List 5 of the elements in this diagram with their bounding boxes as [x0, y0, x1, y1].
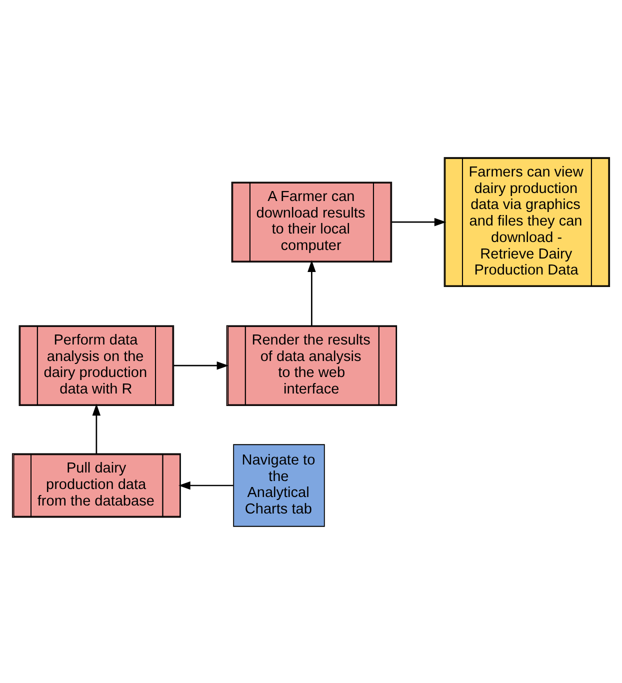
arrow [308, 260, 316, 326]
arrow [178, 480, 234, 490]
arrow [392, 217, 446, 226]
arrow [174, 360, 229, 370]
arrow [92, 403, 101, 454]
